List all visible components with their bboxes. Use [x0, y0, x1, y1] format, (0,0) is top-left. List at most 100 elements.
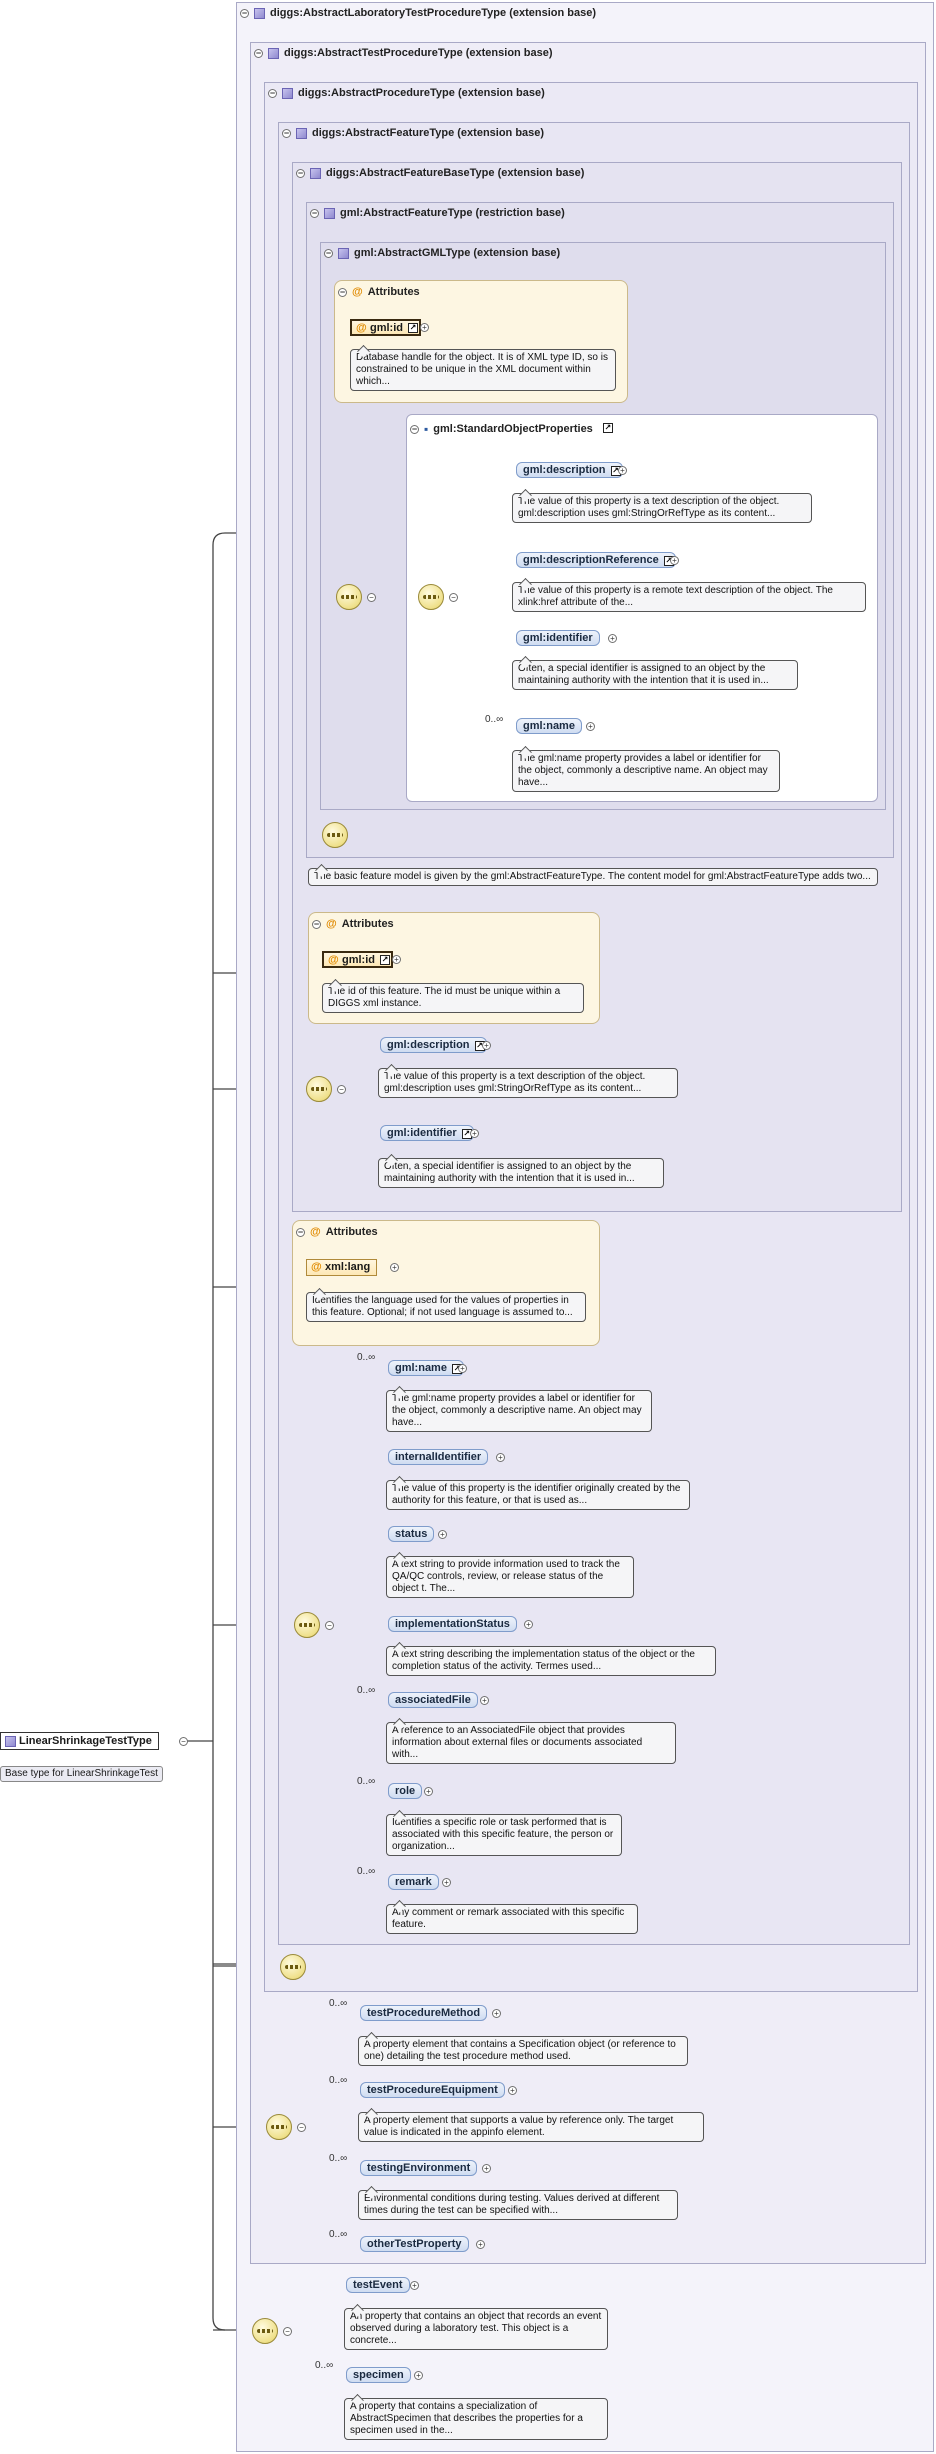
expand-button[interactable]: + — [618, 466, 627, 475]
attributes-header[interactable]: −@Attributes — [338, 286, 420, 298]
root-element-label: LinearShrinkageTestType — [19, 1735, 152, 1747]
element-implementation-status[interactable]: implementationStatus — [388, 1616, 517, 1632]
collapse-sequence-button[interactable]: − — [325, 1621, 334, 1630]
sequence-icon[interactable] — [418, 584, 444, 610]
sequence-icon[interactable] — [306, 1076, 332, 1102]
element-gml-description[interactable]: gml:description↗ — [380, 1037, 487, 1053]
element-remark[interactable]: remark — [388, 1874, 439, 1890]
attributes-header[interactable]: −@Attributes — [312, 918, 394, 930]
expand-button[interactable]: + — [420, 323, 429, 332]
collapse-icon[interactable]: − — [254, 47, 263, 58]
expand-button[interactable]: + — [496, 1453, 505, 1462]
frame-header-1[interactable]: −diggs:AbstractTestProcedureType (extens… — [254, 47, 553, 59]
expand-button[interactable]: + — [608, 634, 617, 643]
element-doc: The value of this property is a text des… — [512, 493, 812, 523]
element-other-test-property[interactable]: otherTestProperty — [360, 2236, 469, 2252]
attribute-icon: @ — [326, 918, 337, 930]
expand-button[interactable]: + — [476, 2240, 485, 2249]
element-gml-description[interactable]: gml:description↗ — [516, 462, 623, 478]
expand-button[interactable]: + — [392, 955, 401, 964]
collapse-icon[interactable]: − — [310, 207, 319, 218]
element-test-procedure-equipment[interactable]: testProcedureEquipment — [360, 2082, 505, 2098]
element-doc: A property that contains a specializatio… — [344, 2398, 608, 2440]
collapse-sequence-button[interactable]: − — [283, 2327, 292, 2336]
attribute-gml-id[interactable]: gml:id↗ — [322, 951, 393, 968]
element-doc: A property element that contains a Speci… — [358, 2036, 688, 2066]
frame-header-0[interactable]: −diggs:AbstractLaboratoryTestProcedureTy… — [240, 7, 596, 19]
collapse-sequence-button[interactable]: − — [297, 2123, 306, 2132]
attributes-group-lang — [292, 1220, 600, 1346]
root-element[interactable]: LinearShrinkageTestType — [0, 1732, 159, 1750]
sequence-icon[interactable] — [266, 2114, 292, 2140]
element-role[interactable]: role — [388, 1783, 423, 1799]
element-associated-file[interactable]: associatedFile — [388, 1692, 478, 1708]
expand-button[interactable]: + — [470, 1129, 479, 1138]
expand-button[interactable]: + — [424, 1787, 433, 1796]
occurrence-label: 0..∞ — [357, 1685, 376, 1696]
expand-button[interactable]: + — [482, 1041, 491, 1050]
expand-button[interactable]: + — [482, 2164, 491, 2173]
frame-header-4[interactable]: −diggs:AbstractFeatureBaseType (extensio… — [296, 167, 585, 179]
collapse-sequence-button[interactable]: − — [367, 593, 376, 602]
collapse-icon[interactable]: − — [312, 918, 321, 929]
frame-header-5[interactable]: −gml:AbstractFeatureType (restriction ba… — [310, 207, 565, 219]
element-doc: A reference to an AssociatedFile object … — [386, 1722, 676, 1764]
expand-button[interactable]: + — [438, 1530, 447, 1539]
expand-button[interactable]: + — [508, 2086, 517, 2095]
complex-type-icon — [324, 207, 335, 219]
element-doc: Often, a special identifier is assigned … — [378, 1158, 664, 1188]
expand-button[interactable]: + — [670, 556, 679, 565]
collapse-icon[interactable]: − — [296, 167, 305, 178]
sequence-icon[interactable] — [322, 822, 348, 848]
element-testing-environment[interactable]: testingEnvironment — [360, 2160, 478, 2176]
element-gml-description-reference[interactable]: gml:descriptionReference↗ — [516, 552, 676, 568]
element-test-event[interactable]: testEvent — [346, 2277, 410, 2293]
collapse-icon[interactable]: − — [240, 7, 249, 18]
element-gml-identifier[interactable]: gml:identifier↗ — [380, 1125, 474, 1141]
attributes-header[interactable]: −@Attributes — [296, 1226, 378, 1238]
element-gml-identifier[interactable]: gml:identifier — [516, 630, 600, 646]
collapse-icon[interactable]: − — [296, 1226, 305, 1237]
expand-button[interactable]: + — [492, 2009, 501, 2018]
element-status[interactable]: status — [388, 1526, 435, 1542]
expand-button[interactable]: + — [390, 1263, 399, 1272]
element-test-procedure-method[interactable]: testProcedureMethod — [360, 2005, 488, 2021]
collapse-icon[interactable]: − — [338, 286, 347, 297]
element-internal-identifier[interactable]: internalIdentifier — [388, 1449, 489, 1465]
collapse-sequence-button[interactable]: − — [449, 593, 458, 602]
group-header[interactable]: −▪gml:StandardObjectProperties↗ — [410, 422, 613, 436]
element-gml-name[interactable]: gml:name — [516, 718, 582, 734]
attribute-gml-id[interactable]: gml:id↗ — [350, 319, 421, 336]
element-doc: A property element that supports a value… — [358, 2112, 704, 2142]
occurrence-label: 0..∞ — [329, 2153, 348, 2164]
expand-button[interactable]: + — [442, 1878, 451, 1887]
sequence-icon[interactable] — [336, 584, 362, 610]
occurrence-label: 0..∞ — [329, 1998, 348, 2009]
frame-header-6[interactable]: −gml:AbstractGMLType (extension base) — [324, 247, 561, 259]
root-doc: Base type for LinearShrinkageTest — [0, 1766, 163, 1782]
expand-button[interactable]: + — [414, 2371, 423, 2380]
sequence-icon[interactable] — [252, 2318, 278, 2344]
collapse-icon[interactable]: − — [268, 87, 277, 98]
collapse-sequence-button[interactable]: − — [337, 1085, 346, 1094]
attribute-xml-lang[interactable]: xml:lang — [306, 1259, 378, 1276]
frame-header-2[interactable]: −diggs:AbstractProcedureType (extension … — [268, 87, 545, 99]
expand-button[interactable]: + — [480, 1696, 489, 1705]
frame-header-3[interactable]: −diggs:AbstractFeatureType (extension ba… — [282, 127, 545, 139]
occurrence-label: 0..∞ — [315, 2360, 334, 2371]
element-specimen[interactable]: specimen — [346, 2367, 411, 2383]
occurrence-label: 0..∞ — [357, 1776, 376, 1787]
expand-button[interactable]: + — [458, 1364, 467, 1373]
element-gml-name[interactable]: gml:name↗ — [388, 1360, 464, 1376]
occurrence-label: 0..∞ — [357, 1866, 376, 1877]
collapse-root-button[interactable]: − — [179, 1737, 188, 1746]
collapse-icon[interactable]: − — [410, 423, 419, 434]
expand-button[interactable]: + — [586, 722, 595, 731]
expand-button[interactable]: + — [410, 2281, 419, 2290]
sequence-icon[interactable] — [294, 1612, 320, 1638]
sequence-icon[interactable] — [280, 1954, 306, 1980]
collapse-icon[interactable]: − — [282, 127, 291, 138]
expand-button[interactable]: + — [524, 1620, 533, 1629]
element-doc: The value of this property is the identi… — [386, 1480, 690, 1510]
collapse-icon[interactable]: − — [324, 247, 333, 258]
